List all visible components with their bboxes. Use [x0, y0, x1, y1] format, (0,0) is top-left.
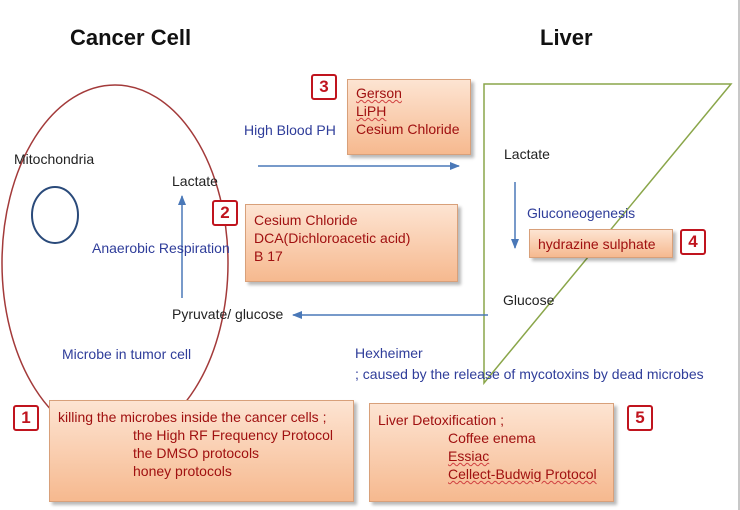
box-1-protocols: killing the microbes inside the cancer c… — [49, 400, 354, 502]
box-5-line: Cellect-Budwig Protocol — [448, 466, 597, 482]
anaerobic-respiration-label: Anaerobic Respiration — [92, 240, 230, 256]
box-2-line: DCA(Dichloroacetic acid) — [254, 230, 411, 246]
box-1-line: killing the microbes inside the cancer c… — [58, 409, 327, 425]
box-2-line: Cesium Chloride — [254, 212, 358, 228]
box-3-line: LiPH — [356, 103, 387, 119]
frame-edge — [738, 0, 740, 510]
box-4-treatment: hydrazine sulphate — [529, 229, 673, 258]
mitochondria-shape — [31, 186, 79, 244]
gluconeogenesis-label: Gluconeogenesis — [527, 205, 636, 221]
liver-title: Liver — [540, 25, 593, 50]
badge-1: 1 — [13, 405, 39, 431]
pyruvate-glucose-label: Pyruvate/ glucose — [172, 306, 284, 322]
box-5-detox: Liver Detoxification ; Coffee enema Essi… — [369, 403, 614, 502]
box-3-treatments: Gerson LiPH Cesium Chloride — [347, 79, 471, 155]
cancer-cell-title: Cancer Cell — [70, 25, 192, 50]
badge-5: 5 — [627, 405, 653, 431]
microbe-label: Microbe in tumor cell — [62, 346, 192, 362]
box-4-line: hydrazine sulphate — [538, 236, 656, 252]
box-3-line: Gerson — [356, 85, 402, 101]
cancer-cell-outline — [1, 84, 229, 442]
box-3-line: Cesium Chloride — [356, 121, 460, 137]
box-2-treatments: Cesium Chloride DCA(Dichloroacetic acid)… — [245, 204, 458, 282]
high-blood-ph-label: High Blood PH — [244, 122, 336, 138]
box-1-line: the DMSO protocols — [133, 445, 260, 461]
box-5-line: Liver Detoxification ; — [378, 412, 505, 428]
box-1-line: honey protocols — [133, 463, 232, 479]
box-2-line: B 17 — [254, 248, 283, 264]
badge-4: 4 — [680, 229, 706, 255]
liver-glucose-label: Glucose — [503, 292, 555, 308]
box-5-line: Coffee enema — [448, 430, 536, 446]
cell-lactate-label: Lactate — [172, 173, 218, 189]
hexheimer-note: ; caused by the release of mycotoxins by… — [355, 366, 704, 382]
mitochondria-label: Mitochondria — [14, 151, 95, 167]
box-5-line: Essiac — [448, 448, 490, 464]
hexheimer-label: Hexheimer — [355, 345, 423, 361]
box-1-line: the High RF Frequency Protocol — [133, 427, 333, 443]
badge-3: 3 — [311, 74, 337, 100]
liver-lactate-label: Lactate — [504, 146, 550, 162]
badge-2: 2 — [212, 200, 238, 226]
